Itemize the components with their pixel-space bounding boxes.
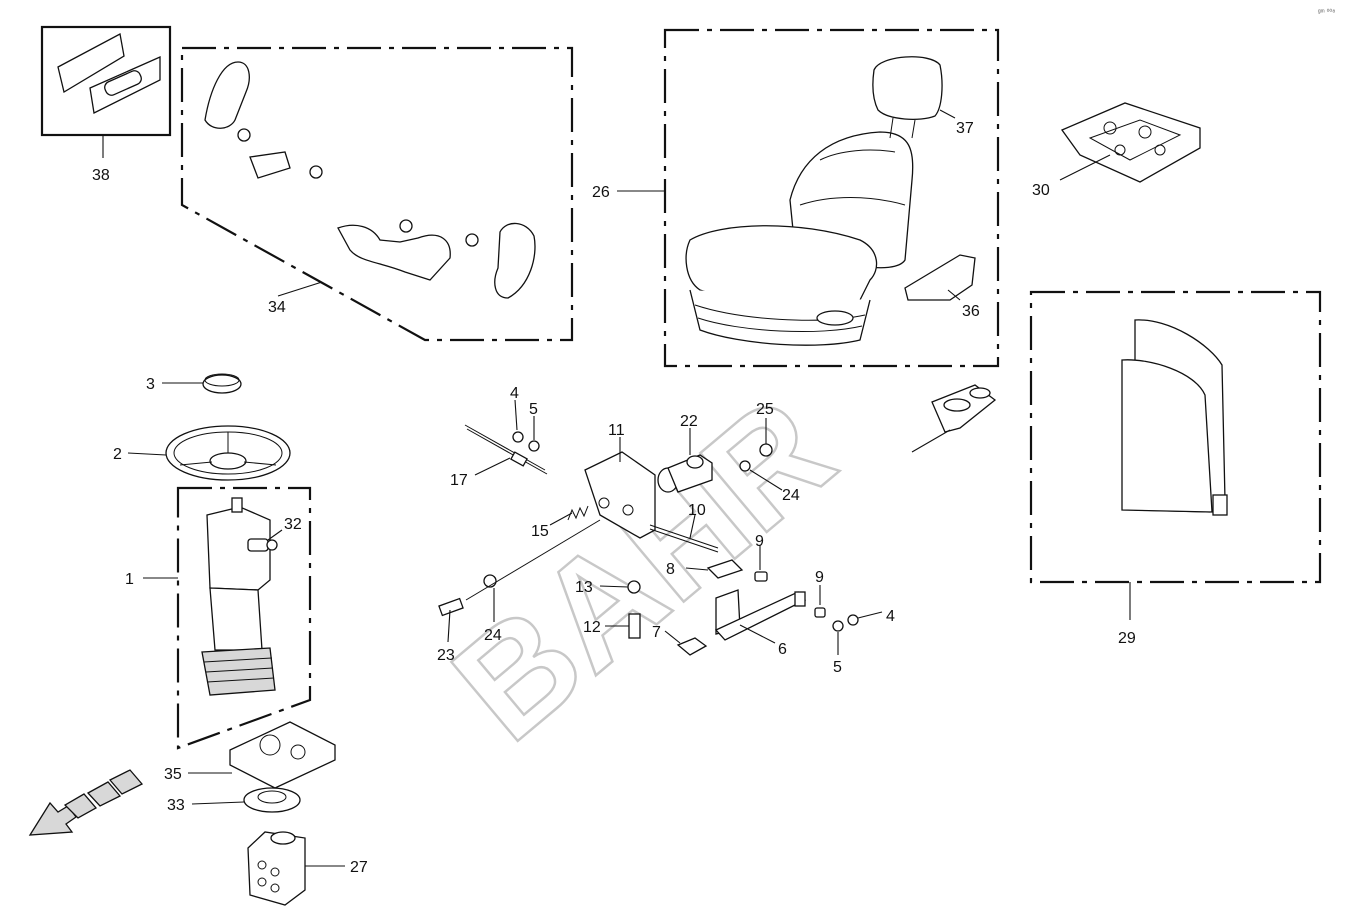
callout-23[interactable]: 23 [437, 647, 455, 664]
part-33-base-plate [229, 721, 336, 789]
part-36-headrest [872, 56, 943, 139]
callout-1[interactable]: 1 [125, 571, 134, 588]
watermark: BAHR [421, 363, 863, 773]
callout-33[interactable]: 35 [164, 766, 182, 783]
callout-30[interactable]: 32 [284, 516, 302, 533]
part-30-fitting [247, 538, 278, 552]
part-29-plate [1060, 102, 1201, 183]
part-1-steering-column [201, 497, 276, 696]
callout-24[interactable]: 24 [782, 487, 800, 504]
part-35-cushion [904, 254, 976, 301]
callout-36[interactable]: 37 [956, 120, 974, 137]
callout-2[interactable]: 2 [113, 446, 122, 463]
part-37-bracket [57, 33, 161, 114]
callout-7[interactable]: 7 [652, 624, 661, 641]
corner-code: ᵍᵐ ⁰⁰⁸ [1318, 8, 1335, 16]
callout-25[interactable]: 25 [756, 401, 774, 418]
part-12-bolt [628, 613, 641, 639]
part-28-panel [1121, 319, 1228, 516]
frame-28 [1029, 290, 1322, 584]
direction-arrow-icon [28, 769, 144, 836]
part-26-seat [685, 131, 914, 346]
part-9-bushing-b [814, 607, 826, 618]
part-8-pad [706, 559, 744, 579]
linkage-center-line [465, 519, 601, 601]
washers-and-rings [483, 431, 859, 632]
part-38-cup-holder [931, 384, 997, 433]
callout-8[interactable]: 8 [666, 561, 675, 578]
part-22-actuator [657, 454, 713, 493]
callout-10[interactable]: 10 [688, 502, 706, 519]
part-2-steering-wheel [165, 425, 291, 481]
part-3-cap [202, 373, 242, 394]
frame-34 [180, 46, 574, 342]
callout-26[interactable]: 26 [592, 184, 610, 201]
callout-27[interactable]: 27 [350, 859, 368, 876]
part-6-pedal-lever [714, 589, 807, 641]
callout-9b[interactable]: 9 [815, 569, 824, 586]
callout-6[interactable]: 6 [778, 641, 787, 658]
callout-5b[interactable]: 5 [833, 659, 842, 676]
callout-32[interactable]: 33 [167, 797, 185, 814]
part-9-bushing-a [754, 571, 768, 582]
part-32-flange [243, 787, 301, 813]
callout-4[interactable]: 4 [510, 385, 519, 402]
callout-29[interactable]: 30 [1032, 182, 1050, 199]
frame-1 [176, 486, 312, 750]
callout-12[interactable]: 12 [583, 619, 601, 636]
part-27-valve [247, 831, 306, 906]
part-10-shaft [649, 524, 719, 553]
part-34-armrest-kit [204, 61, 536, 299]
frame-37 [40, 25, 172, 137]
callout-13[interactable]: 13 [575, 579, 593, 596]
callout-labels: 38 34 26 37 36 30 29 3 2 1 32 35 33 27 1… [92, 120, 1136, 876]
part-15-spring [567, 505, 589, 521]
callout-24b[interactable]: 24 [484, 627, 502, 644]
leader-lines [102, 109, 1131, 867]
callout-22[interactable]: 22 [680, 413, 698, 430]
part-11-bracket [584, 451, 656, 539]
callout-9[interactable]: 9 [755, 533, 764, 550]
frame-26 [663, 28, 1000, 368]
part-23-bolt [438, 597, 464, 617]
svg-text:BAHR: BAHR [423, 365, 863, 772]
callout-4b[interactable]: 4 [886, 608, 895, 625]
callout-35[interactable]: 36 [962, 303, 980, 320]
part-7-block [676, 637, 708, 656]
callout-5[interactable]: 5 [529, 401, 538, 418]
callout-34[interactable]: 34 [268, 299, 286, 316]
callout-11[interactable]: 11 [608, 422, 625, 439]
callout-37[interactable]: 38 [92, 167, 110, 184]
callout-28[interactable]: 29 [1118, 630, 1136, 647]
callout-15[interactable]: 15 [531, 523, 549, 540]
part-17-rod [464, 424, 548, 475]
callout-3[interactable]: 3 [146, 376, 155, 393]
callout-17[interactable]: 17 [450, 472, 468, 489]
